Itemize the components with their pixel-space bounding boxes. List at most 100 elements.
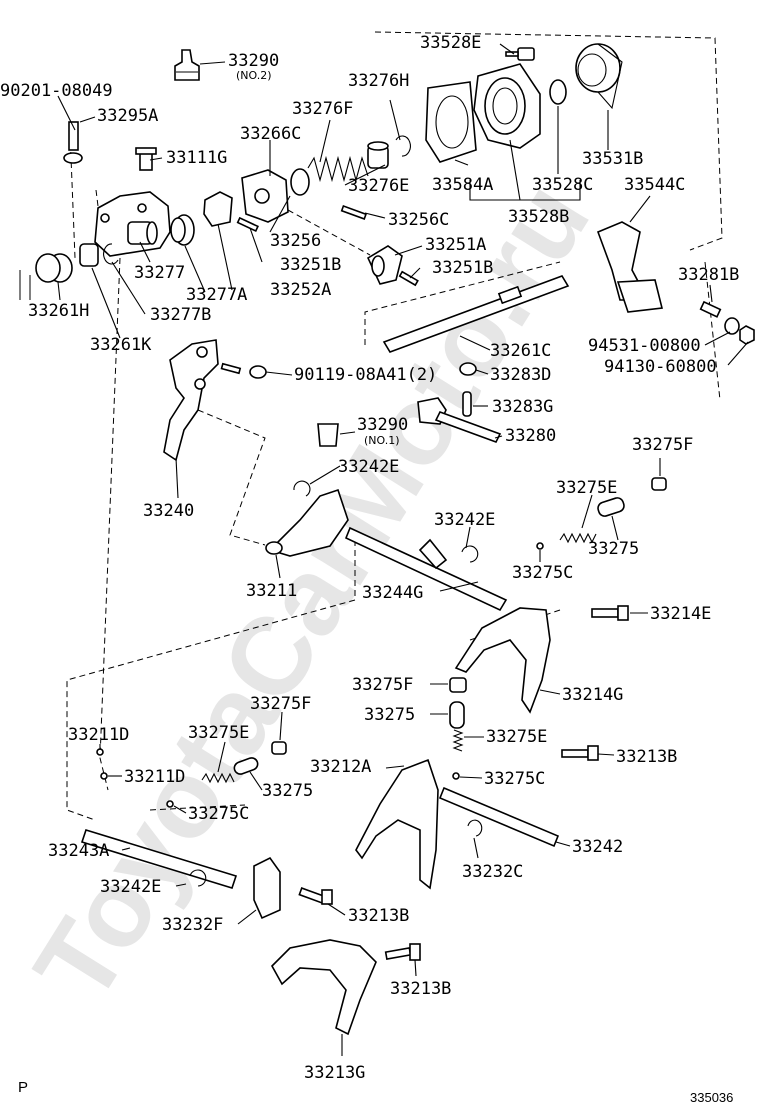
label-33232f: 33232F	[162, 915, 223, 935]
label-33252a: 33252A	[270, 280, 331, 300]
part-pin-33251b-lower	[398, 270, 419, 287]
part-shaft-33261c	[382, 275, 570, 353]
label-33251b-upper: 33251B	[280, 255, 341, 275]
part-spring-33275e-top	[559, 532, 597, 544]
label-33275c-top: 33275C	[512, 563, 573, 583]
part-ball-33275c-low	[166, 800, 174, 808]
label-33276e: 33276E	[348, 176, 409, 196]
page-code: P	[18, 1079, 28, 1096]
label-33211d-lower: 33211D	[124, 767, 185, 787]
part-plunger-33275-low	[233, 757, 259, 775]
leader-lines	[57, 43, 749, 1056]
label-33528c: 33528C	[532, 175, 593, 195]
label-33213b-mid: 33213B	[348, 906, 409, 926]
label-33266c: 33266C	[240, 124, 301, 144]
part-ring-33242e-mid	[461, 545, 479, 563]
label-33283d: 33283D	[490, 365, 551, 385]
part-fork-33214g	[454, 607, 551, 714]
part-boot-33261h	[19, 253, 73, 300]
label-33240: 33240	[143, 501, 194, 521]
label-33261k: 33261K	[90, 335, 152, 355]
label-33275f-low: 33275F	[250, 694, 311, 714]
label-33242e-low: 33242E	[100, 877, 161, 897]
part-washer-94531	[724, 317, 740, 335]
label-33256c: 33256C	[388, 210, 449, 230]
part-ball-33211d-lower	[100, 772, 108, 780]
part-spring-33275e-mid	[452, 729, 464, 752]
part-plug-33275f-mid	[449, 677, 467, 693]
label-33290-no2-sub: (NO.2)	[236, 69, 272, 82]
label-33275-top: 33275	[588, 539, 639, 559]
figure-number: 335036	[690, 1090, 733, 1105]
label-33243a: 33243A	[48, 841, 109, 861]
label-33242e-upper: 33242E	[338, 457, 399, 477]
label-33256: 33256	[270, 231, 321, 251]
part-pin-33256c	[340, 204, 367, 220]
part-plug-33290-no1	[317, 423, 339, 447]
part-fork-33211	[265, 488, 349, 557]
part-shaft-33243a	[80, 829, 238, 889]
part-bolt-33213b-low	[384, 943, 421, 961]
label-33211d-upper: 33211D	[68, 725, 129, 745]
label-33211: 33211	[246, 581, 297, 601]
part-housing-33528b	[473, 63, 541, 149]
label-33528e: 33528E	[420, 33, 481, 53]
label-33244g: 33244G	[362, 583, 423, 603]
label-33290-no1-sub: (NO.1)	[364, 434, 400, 447]
label-33275e-top: 33275E	[556, 478, 617, 498]
label-33283g: 33283G	[492, 397, 553, 417]
part-spring-33276f	[290, 155, 369, 196]
part-lever-33544c	[596, 221, 663, 313]
part-bolt-33213b-right	[561, 745, 599, 761]
label-94531-00800: 94531-00800	[588, 336, 701, 356]
label-33275-mid: 33275	[364, 705, 415, 725]
label-90119-08a41: 90119-08A41(2)	[294, 365, 437, 385]
label-33295a: 33295A	[97, 106, 158, 126]
label-90201-08049: 90201-08049	[0, 81, 113, 101]
label-33275e-low: 33275E	[188, 723, 249, 743]
label-33232c: 33232C	[462, 862, 523, 882]
part-gasket-33584a	[425, 81, 477, 163]
label-33531b: 33531B	[582, 149, 643, 169]
part-boot-33531b	[575, 43, 623, 110]
part-ball-33275c-top	[536, 542, 544, 550]
label-33280: 33280	[505, 426, 556, 446]
label-33111g: 33111G	[166, 148, 227, 168]
part-retainer-33252a	[203, 191, 233, 227]
part-collar-33276e	[367, 141, 389, 169]
part-ring-33242e-upper	[293, 480, 311, 497]
label-33214g: 33214G	[562, 685, 623, 705]
label-94130-60800: 94130-60800	[604, 357, 717, 377]
part-plug-33275f-top	[651, 477, 667, 491]
label-33277a: 33277A	[186, 285, 247, 305]
label-33275c-right: 33275C	[484, 769, 545, 789]
label-33275c-low: 33275C	[188, 804, 249, 824]
part-bolt-33528e	[505, 47, 535, 61]
label-33213b-right: 33213B	[616, 747, 677, 767]
part-seal-33528c	[549, 79, 567, 105]
part-pin-33283g	[462, 391, 472, 417]
label-33275e-mid: 33275E	[486, 727, 547, 747]
label-33261c: 33261C	[490, 341, 551, 361]
label-33242e-mid: 33242E	[434, 510, 495, 530]
label-33276h: 33276H	[348, 71, 409, 91]
part-lever-33251a	[366, 245, 403, 285]
label-33213g: 33213G	[304, 1063, 365, 1083]
part-seal-33277a	[170, 214, 195, 246]
label-33584a: 33584A	[432, 175, 493, 195]
part-bolt-33281b	[699, 300, 722, 318]
part-fork-33212a	[355, 758, 439, 890]
part-selector-33280	[417, 397, 502, 443]
part-pin-33251b-upper	[236, 216, 259, 233]
part-bolt-90201	[63, 121, 83, 164]
label-33275f-mid: 33275F	[352, 675, 413, 695]
label-33212a: 33212A	[310, 757, 371, 777]
label-33276f: 33276F	[292, 99, 353, 119]
part-bolt-33213b-mid	[298, 887, 333, 905]
label-33251a: 33251A	[425, 235, 486, 255]
part-ring-33242e-low	[189, 869, 207, 887]
label-33281b: 33281B	[678, 265, 739, 285]
part-spring-33275e-low	[201, 772, 235, 784]
part-bushing-33277	[127, 221, 158, 245]
